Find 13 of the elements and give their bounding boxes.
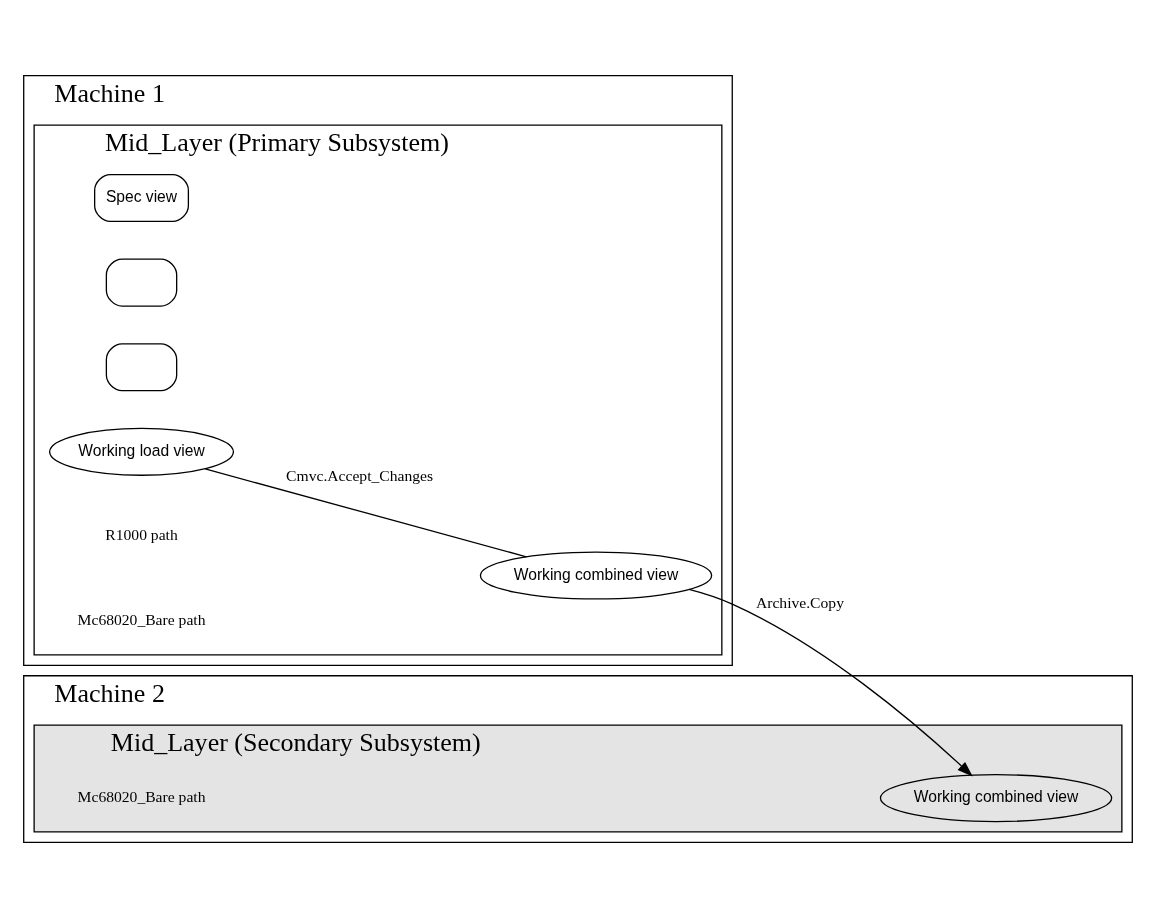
node-ellipse: Working load view [49, 427, 235, 476]
connector [204, 468, 527, 558]
label: Mc68020_Bare path [77, 788, 206, 806]
arrow [688, 588, 973, 777]
node-ellipse: Working combined view [879, 774, 1113, 823]
label: Mc68020_Bare path [77, 611, 206, 629]
node-box [105, 343, 178, 392]
node-box [105, 258, 178, 307]
label: R1000 path [105, 526, 178, 544]
edge-label: Cmvc.Accept_Changes [286, 467, 434, 485]
node-box: Spec view [94, 173, 190, 223]
node-ellipse: Working combined view [479, 551, 713, 600]
edge-label: Archive.Copy [755, 593, 844, 611]
